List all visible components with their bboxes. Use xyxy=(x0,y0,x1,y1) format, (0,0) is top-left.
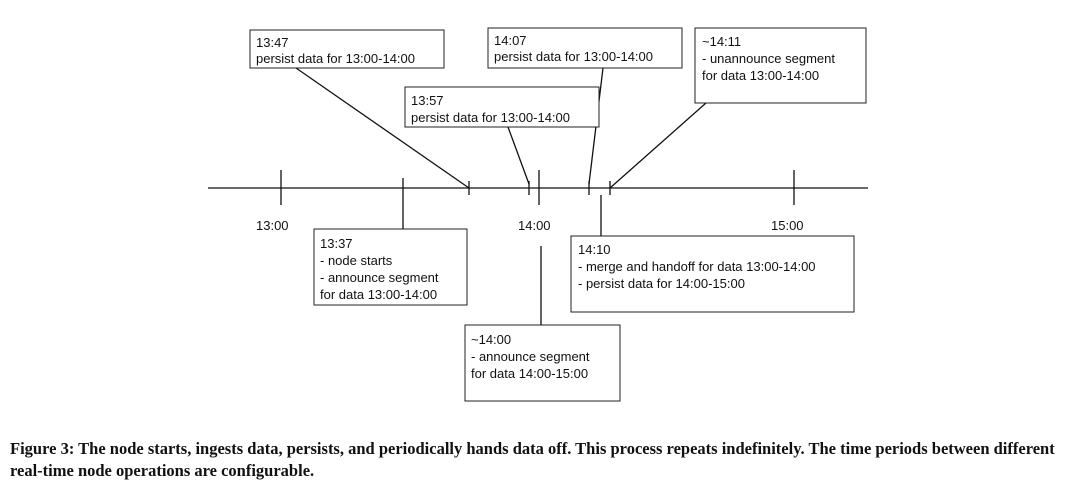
event-14-10-line-3: - persist data for 14:00-15:00 xyxy=(578,276,745,291)
event-14-07-line-1: 14:07 xyxy=(494,33,527,48)
event-14-07-line-2: persist data for 13:00-14:00 xyxy=(494,49,653,64)
event-box-14-00: ~14:00 - announce segment for data 14:00… xyxy=(464,324,621,402)
event-13-37-line-4: for data 13:00-14:00 xyxy=(320,287,437,302)
event-13-37-line-3: - announce segment xyxy=(320,270,439,285)
event-14-11-line-2: - unannounce segment xyxy=(702,51,835,66)
event-box-13-47: 13:47 persist data for 13:00-14:00 xyxy=(249,29,445,69)
figure-caption: Figure 3: The node starts, ingests data,… xyxy=(10,439,1055,480)
connector-14-11 xyxy=(609,102,707,189)
tick-label-15-00: 15:00 xyxy=(771,218,804,233)
event-14-10-line-2: - merge and handoff for data 13:00-14:00 xyxy=(578,259,816,274)
tick-label-13-00: 13:00 xyxy=(256,218,289,233)
event-13-57-line-2: persist data for 13:00-14:00 xyxy=(411,110,570,125)
event-13-57-line-1: 13:57 xyxy=(411,93,444,108)
connector-13-47 xyxy=(295,67,470,189)
event-14-10-line-1: 14:10 xyxy=(578,242,611,257)
event-box-13-57: 13:57 persist data for 13:00-14:00 xyxy=(404,86,600,128)
tick-label-14-00: 14:00 xyxy=(518,218,551,233)
event-14-11-line-1: ~14:11 xyxy=(702,34,741,49)
event-13-37-line-2: - node starts xyxy=(320,253,393,268)
event-14-00-line-1: ~14:00 xyxy=(471,332,511,347)
event-14-11-line-3: for data 13:00-14:00 xyxy=(702,68,819,83)
event-box-14-11: ~14:11 - unannounce segment for data 13:… xyxy=(694,27,867,104)
event-13-47-line-1: 13:47 xyxy=(256,35,289,50)
event-14-00-line-2: - announce segment xyxy=(471,349,590,364)
event-13-47-line-2: persist data for 13:00-14:00 xyxy=(256,51,415,66)
event-box-13-37: 13:37 - node starts - announce segment f… xyxy=(313,228,468,306)
event-box-14-10: 14:10 - merge and handoff for data 13:00… xyxy=(570,235,855,313)
connector-13-57 xyxy=(507,126,530,185)
event-14-00-line-3: for data 14:00-15:00 xyxy=(471,366,588,381)
event-13-37-line-1: 13:37 xyxy=(320,236,353,251)
event-box-14-07: 14:07 persist data for 13:00-14:00 xyxy=(487,27,683,69)
timeline-diagram: 13:00 14:00 15:00 13:37 - node starts - … xyxy=(208,27,868,402)
